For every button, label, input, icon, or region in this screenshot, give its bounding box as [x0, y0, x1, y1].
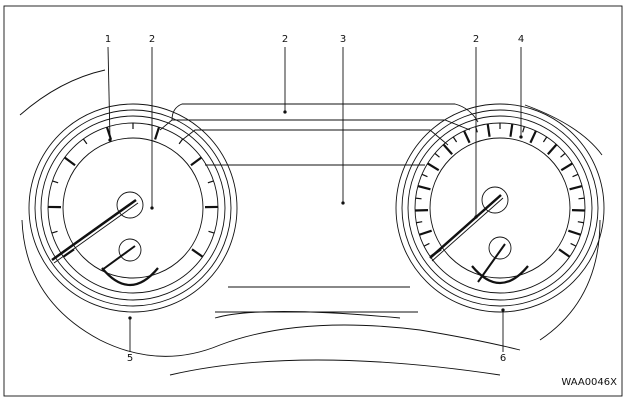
left-gauge-ring — [47, 122, 219, 294]
callout-3: 3 — [339, 34, 347, 45]
right-needle-hub — [481, 186, 509, 214]
right-gauge-ring — [401, 109, 599, 307]
left-gauge-tick — [154, 126, 161, 140]
frame-border — [3, 5, 623, 397]
callout-2-left: 2 — [148, 34, 156, 45]
right-gauge-tick — [577, 221, 584, 224]
right-gauge-tick — [567, 229, 582, 236]
right-gauge-tick — [434, 152, 440, 158]
left-gauge-ring — [40, 115, 226, 301]
left-gauge-tick — [63, 156, 76, 167]
right-gauge-tick — [558, 248, 571, 258]
right-gauge-tick — [509, 123, 514, 137]
left-needle — [51, 198, 137, 262]
right-sub-gauge-hub — [488, 236, 512, 260]
left-gauge-tick — [208, 230, 215, 234]
hood-right — [524, 104, 603, 156]
display-bezel-top — [181, 129, 449, 146]
right-gauge-tick — [442, 143, 453, 155]
callout-1: 1 — [104, 34, 112, 45]
display-screen — [205, 164, 425, 319]
right-needle — [429, 194, 502, 259]
right-needle-edge — [431, 197, 504, 262]
left-sub-gauge-arc — [101, 267, 159, 286]
right-gauge-ring — [395, 103, 605, 313]
right-gauge-tick — [560, 152, 566, 158]
right-gauge-tick — [569, 184, 583, 191]
right-gauge-tick — [421, 173, 428, 178]
left-gauge-tick — [52, 180, 59, 184]
right-sub-gauge-arc — [471, 265, 529, 284]
right-gauge-tick — [418, 229, 433, 236]
right-gauge-tick — [416, 221, 423, 224]
right-gauge-tick — [572, 173, 579, 178]
right-gauge-tick — [529, 130, 537, 144]
right-gauge-tick — [463, 130, 471, 144]
callout-2-right: 2 — [472, 34, 480, 45]
right-gauge-tick — [570, 242, 577, 247]
right-gauge-tick — [578, 197, 585, 200]
right-gauge-tick — [522, 126, 525, 133]
left-gauge-tick — [82, 138, 88, 145]
callout-leaders — [107, 46, 523, 352]
left-sub-needle — [101, 245, 136, 271]
left-gauge-ring — [62, 137, 204, 279]
right-gauge-ring — [429, 137, 571, 279]
right-gauge-tick — [452, 136, 458, 143]
lower-shroud — [21, 219, 521, 357]
right-gauge-tick — [427, 162, 440, 172]
right-gauge-tick — [542, 136, 548, 143]
callout-5: 5 — [126, 353, 134, 364]
right-gauge-tick — [423, 242, 430, 247]
display-hood — [159, 103, 479, 131]
figure-code: WAA0046X — [561, 377, 617, 388]
right-gauge-tick — [415, 197, 422, 200]
left-gauge-tick — [51, 230, 58, 234]
callout-2-center: 2 — [281, 34, 289, 45]
right-gauge-tick — [486, 123, 491, 137]
left-gauge-tick — [191, 248, 204, 258]
shroud-right — [539, 219, 601, 341]
left-gauge-tick — [190, 156, 203, 167]
right-gauge-tick — [417, 184, 431, 191]
right-gauge-tick — [547, 143, 558, 155]
left-gauge-tick — [178, 138, 184, 145]
lower-curve — [169, 359, 501, 376]
right-gauge-ring — [407, 115, 593, 301]
left-gauge-ring — [34, 109, 232, 307]
left-sub-gauge-hub — [118, 238, 142, 262]
left-needle-hub — [116, 191, 144, 219]
callout-6: 6 — [499, 353, 507, 364]
left-gauge-tick — [207, 180, 214, 184]
left-needle-edge — [53, 202, 139, 264]
left-gauge-ring — [28, 103, 238, 313]
right-gauge-ring — [414, 122, 586, 294]
right-gauge-tick — [560, 162, 573, 172]
callout-4: 4 — [517, 34, 525, 45]
hood-left — [19, 69, 106, 116]
